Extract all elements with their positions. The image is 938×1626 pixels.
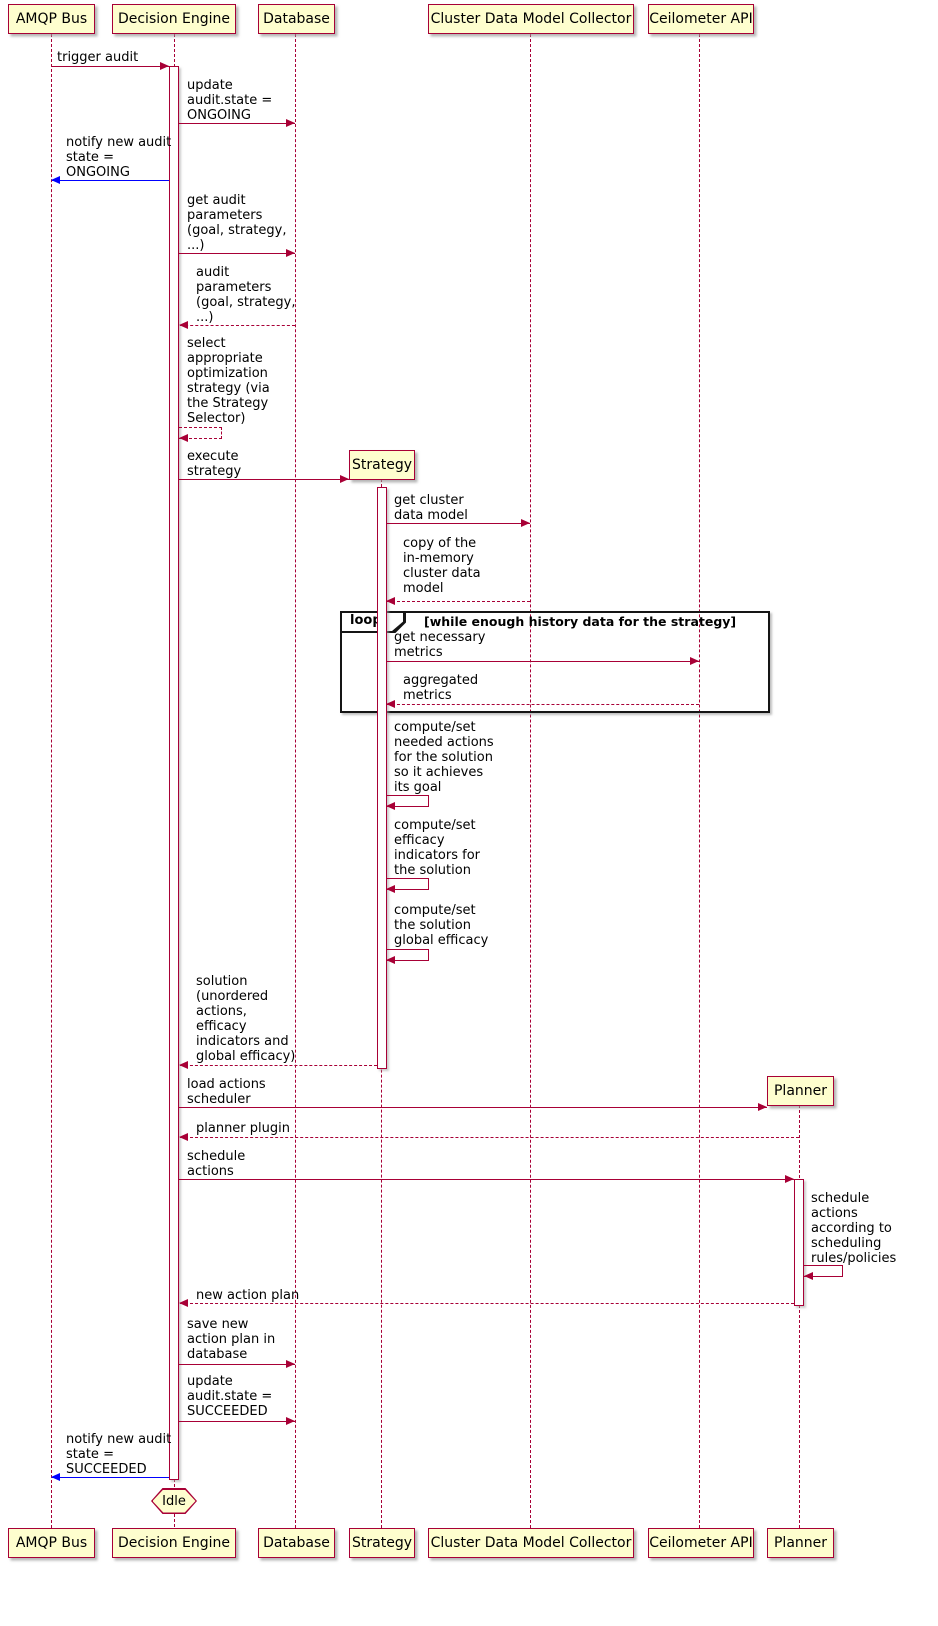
- participant-cdmc-top: Cluster Data Model Collector: [428, 4, 634, 34]
- arrow-notify-ongoing: [52, 180, 169, 181]
- participant-amqp-bus-top: AMQP Bus: [8, 4, 95, 34]
- message-label-schedule-self: schedule actions according to scheduling…: [811, 1191, 897, 1266]
- arrowhead-save-plan: [286, 1360, 295, 1368]
- loop-frame: [340, 611, 770, 713]
- arrow-aggregated-metrics: [387, 704, 699, 705]
- arrowhead-copy-model: [386, 597, 395, 605]
- message-label-planner-plugin: planner plugin: [196, 1121, 290, 1136]
- arrow-schedule-actions: [179, 1179, 794, 1180]
- message-label-notify-succeeded: notify new audit state = SUCCEEDED: [66, 1432, 172, 1477]
- idle-end-state: Idle: [162, 1493, 186, 1509]
- arrow-copy-model: [387, 601, 530, 602]
- arrowhead-select-strategy: [179, 434, 188, 442]
- idle-end-state-fill: [152, 1489, 196, 1513]
- participant-decision-engine-bottom: Decision Engine: [112, 1528, 236, 1558]
- participant-database-bottom: Database: [258, 1528, 335, 1558]
- arrow-audit-params-return: [180, 325, 295, 326]
- arrow-new-action-plan: [180, 1303, 794, 1304]
- message-label-notify-ongoing: notify new audit state = ONGOING: [66, 135, 172, 180]
- lifeline-cluster-data-model-collector: [530, 34, 531, 1528]
- message-label-save-plan: save new action plan in database: [187, 1317, 276, 1362]
- message-label-aggregated-metrics: aggregated metrics: [403, 673, 479, 703]
- message-label-get-cluster-model: get cluster data model: [394, 493, 468, 523]
- arrowhead-audit-params-return: [179, 321, 188, 329]
- message-label-execute-strategy: execute strategy: [187, 449, 242, 479]
- arrowhead-schedule-self: [804, 1272, 813, 1280]
- message-label-copy-model: copy of the in-memory cluster data model: [403, 536, 481, 596]
- arrow-trigger-audit: [51, 66, 169, 67]
- arrowhead-new-action-plan: [179, 1299, 188, 1307]
- message-label-solution-return: solution (unordered actions, efficacy in…: [196, 974, 296, 1064]
- activation-strategy: [377, 487, 387, 1069]
- message-label-trigger-audit: trigger audit: [57, 50, 139, 65]
- arrow-update-succeeded: [179, 1421, 295, 1422]
- arrow-planner-plugin: [180, 1137, 799, 1138]
- arrowhead-get-cluster-model: [521, 519, 530, 527]
- message-label-select-strategy: select appropriate optimization strategy…: [187, 336, 270, 426]
- self-arrow-select-strategy: [179, 427, 222, 439]
- arrowhead-load-scheduler: [758, 1103, 767, 1111]
- self-arrow-compute-efficacy: [386, 878, 429, 890]
- participant-planner-created: Planner: [767, 1076, 834, 1106]
- message-label-schedule-actions: schedule actions: [187, 1149, 246, 1179]
- participant-database-top: Database: [258, 4, 335, 34]
- arrow-save-plan: [179, 1364, 295, 1365]
- arrowhead-notify-ongoing: [51, 176, 60, 184]
- lifeline-amqp-bus: [51, 34, 52, 1528]
- arrow-get-audit-params: [179, 253, 295, 254]
- participant-ceilometer-api-top: Ceilometer API: [648, 4, 754, 34]
- participant-planner-bottom: Planner: [767, 1528, 834, 1558]
- message-label-update-succeeded: update audit.state = SUCCEEDED: [187, 1374, 273, 1419]
- lifeline-ceilometer-api: [699, 34, 700, 1528]
- participant-strategy-bottom: Strategy: [349, 1528, 415, 1558]
- lifeline-database: [295, 34, 296, 1528]
- lifeline-planner: [799, 1105, 800, 1528]
- arrowhead-compute-global: [386, 956, 395, 964]
- arrowhead-solution-return: [179, 1061, 188, 1069]
- message-label-audit-params-return: audit parameters (goal, strategy, ...): [196, 265, 296, 325]
- loop-condition: [while enough history data for the strat…: [424, 614, 737, 629]
- arrowhead-notify-succeeded: [51, 1473, 60, 1481]
- arrowhead-update-succeeded: [286, 1417, 295, 1425]
- message-label-compute-actions: compute/set needed actions for the solut…: [394, 720, 494, 795]
- message-label-new-action-plan: new action plan: [196, 1288, 300, 1303]
- message-label-compute-global: compute/set the solution global efficacy: [394, 903, 489, 948]
- self-arrow-compute-actions: [386, 795, 429, 807]
- arrowhead-aggregated-metrics: [386, 700, 395, 708]
- arrow-get-cluster-model: [386, 523, 530, 524]
- arrowhead-schedule-actions: [785, 1175, 794, 1183]
- arrowhead-get-audit-params: [286, 249, 295, 257]
- activation-planner: [794, 1179, 804, 1306]
- message-label-compute-efficacy: compute/set efficacy indicators for the …: [394, 818, 481, 878]
- arrow-get-metrics: [386, 661, 699, 662]
- arrowhead-trigger-audit: [160, 62, 169, 70]
- arrowhead-compute-actions: [386, 802, 395, 810]
- arrowhead-execute-strategy: [340, 475, 349, 483]
- arrow-execute-strategy: [179, 479, 349, 480]
- arrow-solution-return: [180, 1065, 377, 1066]
- participant-cdmc-bottom: Cluster Data Model Collector: [428, 1528, 634, 1558]
- message-label-update-ongoing: update audit.state = ONGOING: [187, 78, 273, 123]
- self-arrow-schedule-self: [804, 1265, 843, 1277]
- arrow-load-scheduler: [179, 1107, 767, 1108]
- arrow-update-ongoing: [179, 123, 295, 124]
- arrow-notify-succeeded: [52, 1477, 169, 1478]
- arrowhead-compute-efficacy: [386, 885, 395, 893]
- participant-decision-engine-top: Decision Engine: [112, 4, 236, 34]
- activation-decision-engine: [169, 66, 179, 1480]
- message-label-get-audit-params: get audit parameters (goal, strategy, ..…: [187, 193, 287, 253]
- loop-keyword: loop: [350, 613, 382, 628]
- self-arrow-compute-global: [386, 949, 429, 961]
- participant-amqp-bus-bottom: AMQP Bus: [8, 1528, 95, 1558]
- message-label-load-scheduler: load actions scheduler: [187, 1077, 266, 1107]
- arrowhead-planner-plugin: [179, 1133, 188, 1141]
- participant-strategy-created: Strategy: [349, 450, 415, 480]
- arrowhead-update-ongoing: [286, 119, 295, 127]
- arrowhead-get-metrics: [690, 657, 699, 665]
- loop-frame-header-fill: [342, 613, 403, 631]
- participant-ceilometer-api-bottom: Ceilometer API: [648, 1528, 754, 1558]
- message-label-get-metrics: get necessary metrics: [394, 630, 486, 660]
